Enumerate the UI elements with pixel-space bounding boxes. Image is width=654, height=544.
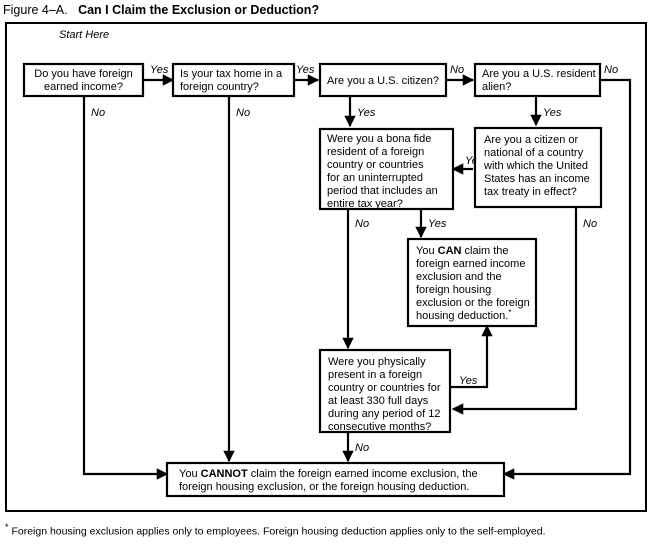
node-can-claim-line-0: You CAN claim the: [416, 245, 509, 257]
node-bona-fide-line-4: period that includes an: [327, 185, 438, 197]
node-can-claim-line-3: foreign housing: [416, 284, 491, 296]
figure-name: Can I Claim the Exclusion or Deduction?: [78, 3, 320, 17]
node-bona-fide-line-3: for an uninterrupted: [327, 172, 423, 184]
node-cannot-claim-line-1: foreign housing exclusion, or the foreig…: [179, 481, 469, 493]
edge-label-earned-income-yes: Yes: [150, 64, 169, 76]
edge-label-resident-alien-no: No: [604, 64, 618, 76]
node-bona-fide-line-1: resident of a foreign: [327, 146, 424, 158]
edge-physical-presence-yes: [448, 324, 493, 389]
node-earned-income[interactable]: Do you have foreign earned income?: [22, 62, 145, 98]
can-claim-emphasis: CAN: [438, 245, 462, 257]
node-physical-presence-line-4: during any period of 12: [328, 408, 441, 420]
edge-label-us-citizen-no: No: [450, 64, 464, 76]
start-here-label: Start Here: [59, 29, 109, 41]
edge-label-physical-presence-no: No: [355, 442, 369, 454]
edge-earned-income-no: [82, 96, 169, 480]
node-can-claim[interactable]: You CAN claim the foreign earned income …: [406, 237, 538, 328]
node-earned-income-line-1: earned income?: [44, 81, 123, 93]
node-can-claim-line-5: housing deduction.*: [416, 308, 511, 323]
edge-label-bona-fide-no: No: [355, 218, 369, 230]
edge-label-physical-presence-yes: Yes: [459, 375, 478, 387]
cannot-claim-emphasis: CANNOT: [201, 468, 248, 480]
edge-label-bona-fide-yes: Yes: [428, 218, 447, 230]
node-tax-treaty[interactable]: Are you a citizen or national of a count…: [473, 126, 603, 209]
flowchart-frame: Yes No Yes No No Yes No Yes Yes No Yes N…: [5, 22, 647, 512]
node-us-citizen-line-0: Are you a U.S. citizen?: [327, 75, 439, 87]
footnote: * Foreign housing exclusion applies only…: [5, 521, 649, 539]
footnote-text: Foreign housing exclusion applies only t…: [11, 525, 546, 538]
node-physical-presence-line-1: present in a foreign: [328, 369, 422, 381]
node-tax-home-line-0: Is your tax home in a: [180, 68, 283, 80]
node-bona-fide-line-2: country or countries: [327, 159, 424, 171]
edge-tax-treaty-no: [451, 207, 578, 415]
node-bona-fide[interactable]: Were you a bona fide resident of a forei…: [318, 127, 455, 211]
node-physical-presence-line-2: country or countries for: [328, 382, 441, 394]
node-cannot-claim-line-0: You CANNOT claim the foreign earned inco…: [179, 468, 478, 480]
node-tax-treaty-line-1: national of a country: [484, 147, 584, 159]
edge-resident-alien-no: [502, 78, 632, 480]
node-physical-presence-line-0: Were you physically: [328, 356, 426, 368]
node-resident-alien-line-0: Are you a U.S. resident: [482, 68, 596, 80]
node-can-claim-line-4: exclusion or the foreign: [416, 297, 530, 309]
page-title: Figure 4–A. Can I Claim the Exclusion or…: [3, 3, 319, 17]
node-tax-treaty-line-3: States has an income: [484, 173, 590, 185]
node-tax-treaty-line-0: Are you a citizen or: [484, 134, 578, 146]
edge-label-tax-home-no: No: [236, 107, 250, 119]
footnote-marker-inline: *: [508, 308, 511, 317]
node-us-citizen[interactable]: Are you a U.S. citizen?: [318, 62, 448, 98]
flowchart-svg: Yes No Yes No No Yes No Yes Yes No Yes N…: [22, 29, 632, 498]
can-claim-last-line: housing deduction.: [416, 310, 508, 322]
edge-label-earned-income-no: No: [91, 107, 105, 119]
node-tax-treaty-line-2: with which the United: [483, 160, 588, 172]
node-tax-home[interactable]: Is your tax home in a foreign country?: [171, 62, 296, 98]
edge-label-us-citizen-yes: Yes: [357, 107, 376, 119]
node-resident-alien[interactable]: Are you a U.S. resident alien?: [473, 62, 602, 98]
edge-label-tax-home-yes: Yes: [296, 64, 315, 76]
node-tax-treaty-line-4: tax treaty in effect?: [484, 186, 577, 198]
node-cannot-claim[interactable]: You CANNOT claim the foreign earned inco…: [165, 461, 506, 498]
node-tax-home-line-1: foreign country?: [180, 81, 259, 93]
node-bona-fide-line-5: entire tax year?: [327, 198, 403, 210]
node-earned-income-line-0: Do you have foreign: [34, 68, 132, 80]
node-physical-presence[interactable]: Were you physically present in a foreign…: [318, 348, 452, 434]
node-resident-alien-line-1: alien?: [482, 81, 511, 93]
edge-label-tax-treaty-no: No: [583, 218, 597, 230]
connector-layer: [82, 74, 632, 480]
node-physical-presence-line-5: consecutive months?: [328, 421, 431, 433]
node-physical-presence-line-3: at least 330 full days: [328, 395, 429, 407]
node-can-claim-line-2: exclusion and the: [416, 271, 502, 283]
edge-label-resident-alien-yes: Yes: [543, 107, 562, 119]
node-can-claim-line-1: foreign earned income: [416, 258, 525, 270]
figure-label: Figure 4–A.: [3, 3, 68, 17]
footnote-marker: *: [5, 522, 9, 532]
node-bona-fide-line-0: Were you a bona fide: [327, 133, 431, 145]
